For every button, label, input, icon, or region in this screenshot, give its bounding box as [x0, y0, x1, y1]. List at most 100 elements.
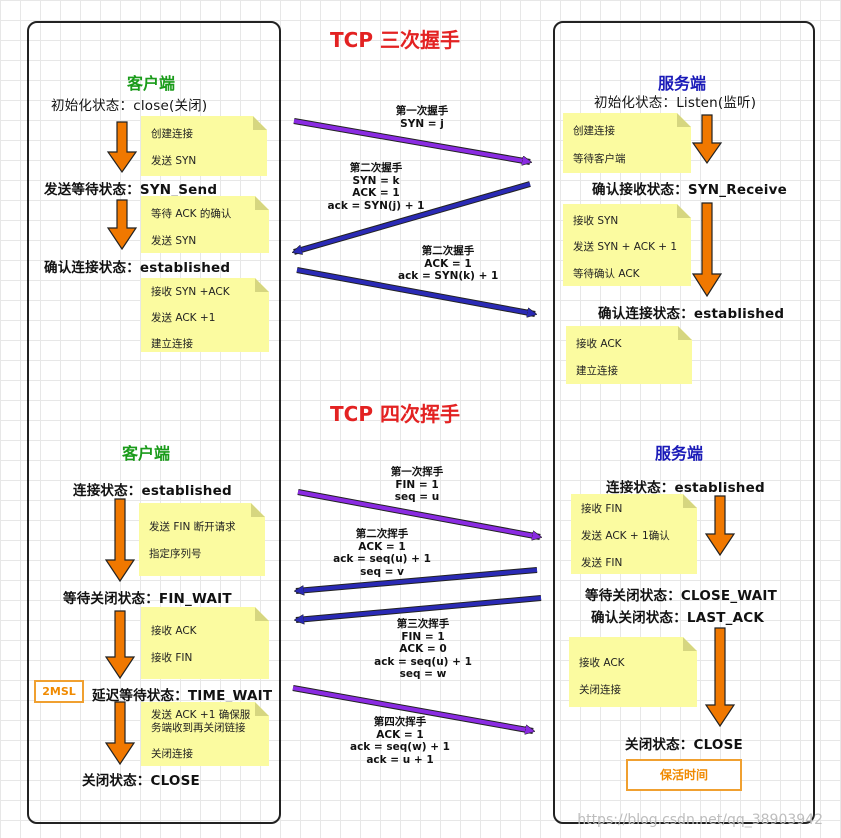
- wv-client-state-close: 关闭状态：CLOSE: [82, 773, 200, 789]
- note-line: 发送 ACK +1 确保服: [151, 709, 251, 721]
- hs-server-flow-arrow-2: [691, 202, 723, 298]
- hs-msg-1: 第一次握手 SYN = j: [372, 105, 472, 130]
- msg-line: 第二次挥手: [355, 528, 409, 540]
- hs-msg-3: 第二次握手 ACK = 1 ack = SYN(k) + 1: [398, 245, 498, 283]
- msg-line: ACK = 1: [376, 728, 424, 741]
- note-line: 发送 ACK +1: [151, 312, 216, 324]
- wv-client-flow-arrow-1: [104, 498, 136, 583]
- hs-arrow-2: [294, 182, 531, 252]
- msg-line: 第一次握手: [395, 105, 449, 117]
- hs-msg-2: 第二次握手 SYN = k ACK = 1 ack = SYN(j) + 1: [326, 162, 426, 212]
- client-panel: [27, 21, 281, 824]
- note-line: 发送 FIN: [581, 557, 623, 569]
- wv-server-flow-arrow-1: [704, 495, 736, 557]
- note-line: 发送 SYN: [151, 155, 197, 167]
- hs-arrow-3: [296, 268, 535, 314]
- note-line: 等待 ACK 的确认: [151, 208, 232, 220]
- wv-client-state-fin: 等待关闭状态：FIN_WAIT: [63, 591, 232, 607]
- wave-title: TCP 四次挥手: [330, 402, 460, 426]
- wv-msg-3: 第三次挥手 FIN = 1 ACK = 0 ack = seq(u) + 1 s…: [368, 618, 478, 681]
- note-line: 等待客户端: [573, 153, 626, 165]
- wv-client-note-2: 接收 ACK 接收 FIN: [141, 607, 269, 679]
- hs-server-state-init: 初始化状态：Listen(监听): [594, 95, 757, 111]
- msg-line: ACK = 1: [358, 540, 406, 553]
- watermark: https://blog.csdn.net/qq_38903942: [577, 812, 823, 828]
- wv-client-state-tw: 延迟等待状态：TIME_WAIT: [92, 688, 273, 704]
- wv-server-state-la: 确认关闭状态：LAST_ACK: [591, 610, 765, 626]
- msg-line: ACK = 1: [424, 257, 472, 270]
- hs-client-state-init: 初始化状态：close(关闭): [51, 98, 208, 114]
- msg-line: 第一次挥手: [390, 466, 444, 478]
- wv-server-note-2: 接收 ACK 关闭连接: [569, 637, 697, 707]
- hs-client-heading: 客户端: [127, 74, 176, 93]
- hs-server-state-est: 确认连接状态：established: [598, 306, 785, 322]
- msg-line: SYN = k: [352, 174, 400, 187]
- hs-client-state-send: 发送等待状态：SYN_Send: [44, 182, 218, 198]
- note-line: 接收 ACK: [151, 625, 197, 637]
- msg-line: ACK = 0: [399, 643, 447, 655]
- msg-line: 第四次挥手: [373, 716, 427, 728]
- keepalive-box: 保活时间: [626, 759, 742, 791]
- handshake-title: TCP 三次握手: [330, 28, 460, 52]
- msg-line: seq = u: [394, 491, 440, 503]
- wv-client-flow-arrow-3: [104, 701, 136, 766]
- note-line: 关闭连接: [579, 684, 621, 696]
- msg-line: ack = seq(u) + 1: [374, 655, 472, 668]
- wv-msg-4: 第四次挥手 ACK = 1 ack = seq(w) + 1 ack = u +…: [345, 716, 455, 766]
- wv-arrow-2: [296, 568, 538, 591]
- msg-line: seq = v: [360, 565, 404, 578]
- msg-line: ACK = 1: [352, 187, 400, 199]
- msg-line: FIN = 1: [395, 478, 439, 491]
- note-line: 接收 FIN: [151, 652, 193, 664]
- wv-server-heading: 服务端: [655, 444, 704, 463]
- note-line: 接收 SYN: [573, 215, 619, 227]
- hs-client-note-2: 等待 ACK 的确认 发送 SYN: [141, 196, 269, 253]
- msg-line: FIN = 1: [401, 630, 445, 643]
- wv-client-state-est: 连接状态：established: [73, 483, 232, 499]
- note-line: 接收 ACK: [576, 338, 622, 350]
- hs-arrow-1: [293, 119, 530, 162]
- note-line: 务端收到再关闭链接: [151, 722, 246, 734]
- hs-server-heading: 服务端: [658, 74, 707, 93]
- wv-server-state-est: 连接状态：established: [606, 480, 765, 496]
- msg-line: seq = w: [399, 668, 447, 680]
- msg-line: 第二次握手: [349, 162, 403, 174]
- wv-arrow-1: [297, 490, 540, 537]
- note-line: 接收 FIN: [581, 503, 623, 515]
- hs-client-flow-arrow-1: [106, 121, 138, 174]
- note-line: 建立连接: [151, 338, 193, 350]
- hs-client-note-1: 创建连接 发送 SYN: [141, 116, 267, 176]
- note-line: 创建连接: [573, 125, 615, 137]
- wv-client-note-3: 发送 ACK +1 确保服 务端收到再关闭链接 关闭连接: [141, 702, 269, 766]
- note-line: 建立连接: [576, 365, 618, 377]
- hs-server-note-2: 接收 SYN 发送 SYN + ACK + 1 等待确认 ACK: [563, 204, 691, 286]
- hs-server-note-3: 接收 ACK 建立连接: [566, 326, 692, 384]
- wv-client-flow-arrow-2: [104, 610, 136, 680]
- hs-server-state-recv: 确认接收状态：SYN_Receive: [592, 182, 787, 198]
- note-line: 发送 FIN 断开请求: [149, 521, 236, 533]
- msg-line: ack = seq(u) + 1: [333, 553, 431, 565]
- note-line: 发送 SYN: [151, 235, 197, 247]
- wv-server-flow-arrow-2: [704, 627, 736, 728]
- wv-arrow-3: [296, 596, 542, 620]
- wv-server-note-1: 接收 FIN 发送 ACK + 1确认 发送 FIN: [571, 494, 697, 574]
- note-line: 发送 SYN + ACK + 1: [573, 241, 678, 253]
- hs-client-note-3: 接收 SYN +ACK 发送 ACK +1 建立连接: [141, 278, 269, 352]
- server-panel: [553, 21, 815, 824]
- wv-msg-2: 第二次挥手 ACK = 1 ack = seq(u) + 1 seq = v: [327, 528, 437, 578]
- msg-line: 第二次握手: [421, 245, 475, 257]
- msg-line: 第三次挥手: [396, 618, 450, 630]
- note-line: 等待确认 ACK: [573, 268, 640, 280]
- hs-client-flow-arrow-2: [106, 199, 138, 251]
- wv-server-state-cw: 等待关闭状态：CLOSE_WAIT: [585, 588, 778, 604]
- note-line: 指定序列号: [149, 548, 202, 560]
- msg-line: SYN = j: [400, 117, 444, 130]
- wv-client-note-1: 发送 FIN 断开请求 指定序列号: [139, 503, 265, 576]
- hs-client-state-est: 确认连接状态：established: [44, 260, 231, 276]
- msg-line: ack = SYN(j) + 1: [327, 199, 425, 212]
- note-line: 发送 ACK + 1确认: [581, 530, 670, 542]
- msg-line: ack = SYN(k) + 1: [398, 270, 499, 282]
- note-line: 创建连接: [151, 128, 193, 140]
- wv-arrow-4: [292, 686, 533, 731]
- note-line: 关闭连接: [151, 748, 193, 760]
